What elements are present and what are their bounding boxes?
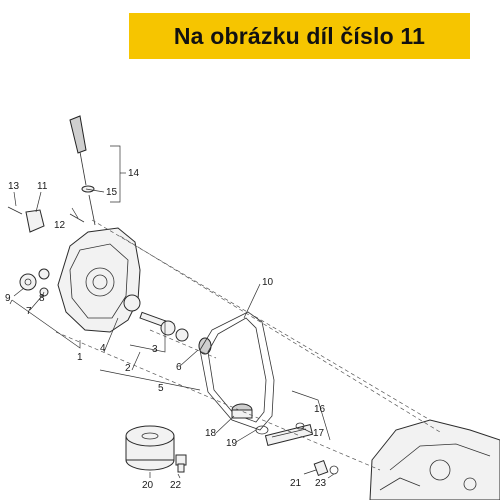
engine-block-part	[369, 419, 500, 500]
seal-part-7	[38, 268, 50, 280]
alignment-lines	[55, 219, 441, 471]
callout-20: 20	[142, 480, 154, 491]
callout-6: 6	[176, 362, 182, 373]
leader-lines	[9, 145, 335, 479]
oring-part-17	[295, 422, 305, 430]
callout-18: 18	[205, 428, 217, 439]
callout-14: 14	[128, 168, 140, 179]
callout-19: 19	[226, 438, 238, 449]
fitting-part-22	[175, 454, 187, 473]
callout-7: 7	[26, 306, 32, 317]
callout-22: 22	[170, 480, 182, 491]
callout-9: 9	[5, 293, 11, 304]
callout-12: 12	[54, 220, 66, 231]
callout-8: 8	[39, 293, 45, 304]
part-number-banner: Na obrázku díl číslo 11	[129, 13, 470, 59]
fitting-part-21	[313, 460, 329, 476]
strainer-part-16	[264, 423, 314, 447]
callout-1: 1	[77, 352, 83, 363]
callout-17: 17	[313, 428, 325, 439]
callout-3: 3	[152, 344, 158, 355]
engine-cover-part	[57, 227, 141, 333]
gear-shaft-parts	[123, 294, 212, 355]
callout-11: 11	[37, 181, 48, 192]
callout-10: 10	[262, 277, 274, 288]
bracket-part-11	[7, 206, 85, 233]
callout-2: 2	[125, 363, 131, 374]
dipstick-part	[69, 115, 96, 226]
callout-15: 15	[106, 187, 118, 198]
callout-13: 13	[8, 181, 20, 192]
cap-part-18	[231, 403, 253, 419]
bearing-part-9	[19, 273, 37, 291]
callout-5: 5	[158, 383, 164, 394]
callout-labels: 1 2 3 4 5 6 7 8 9 10 11 12 13 14 15 16 1…	[5, 168, 327, 491]
washer-part-23	[329, 465, 339, 475]
callout-23: 23	[315, 478, 327, 489]
callout-21: 21	[290, 478, 302, 489]
callout-4: 4	[100, 343, 106, 354]
gasket-part-10	[199, 311, 275, 431]
callout-16: 16	[314, 404, 326, 415]
oil-filter-part-20	[125, 425, 175, 471]
